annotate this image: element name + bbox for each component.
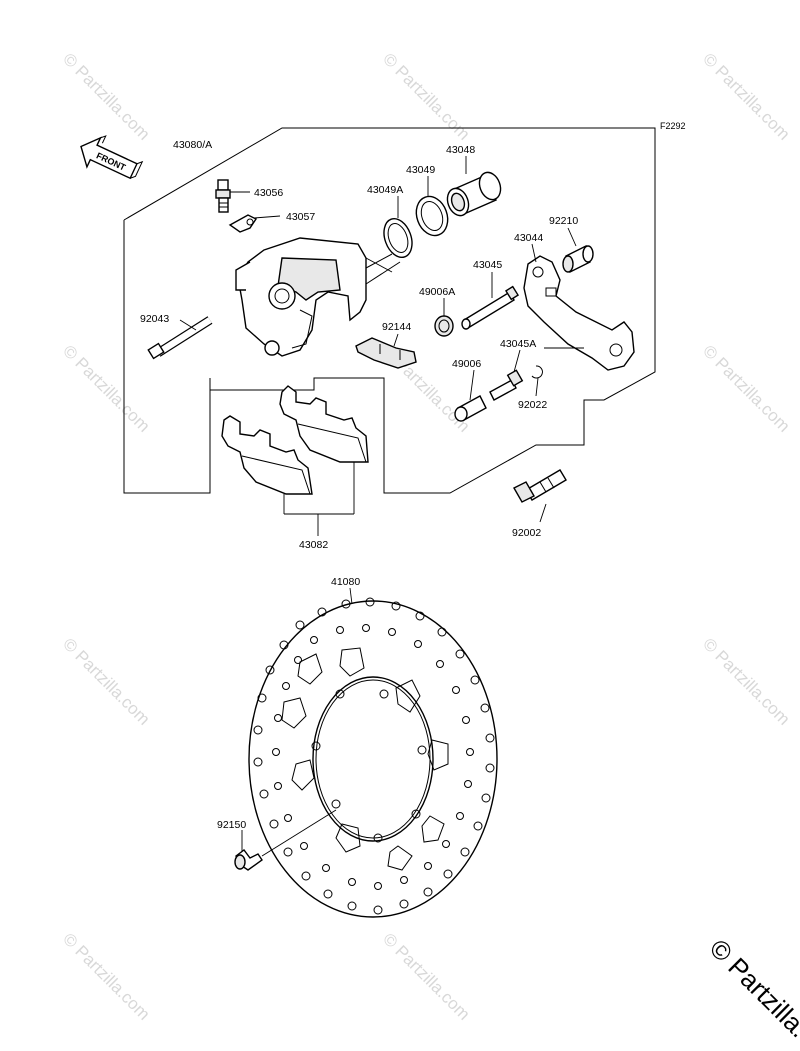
label-49006A: 49006A bbox=[419, 286, 455, 298]
collar bbox=[562, 244, 594, 274]
leader-lines bbox=[179, 156, 584, 857]
label-43045A: 43045A bbox=[500, 338, 536, 350]
disc-rim-holes bbox=[253, 597, 495, 915]
caliper-assembly-outline bbox=[123, 127, 656, 494]
label-49006: 49006 bbox=[452, 358, 481, 370]
label-43057: 43057 bbox=[286, 211, 315, 223]
label-92002: 92002 bbox=[512, 527, 541, 539]
label-92150: 92150 bbox=[217, 819, 246, 831]
watermark: © Partzilla.com bbox=[379, 49, 473, 143]
watermark: © Partzilla.com bbox=[379, 929, 473, 1023]
watermark-corner: © Partzilla.com bbox=[704, 933, 800, 1046]
label-92210: 92210 bbox=[549, 215, 578, 227]
piston-seal bbox=[415, 195, 449, 237]
caliper-body bbox=[235, 237, 367, 357]
disc-web-cutouts bbox=[281, 647, 449, 871]
label-43044: 43044 bbox=[514, 232, 543, 244]
pin-boot bbox=[454, 395, 487, 422]
disc-bolt bbox=[234, 849, 263, 871]
watermark: © Partzilla.com bbox=[699, 341, 793, 435]
watermark: © Partzilla.com bbox=[59, 634, 153, 728]
slide-pin-a bbox=[489, 369, 524, 401]
label-92144: 92144 bbox=[382, 321, 411, 333]
watermark: © Partzilla.com bbox=[699, 634, 793, 728]
label-43080A: 43080/A bbox=[173, 139, 212, 151]
piston-seal-a bbox=[383, 217, 413, 259]
disc-mount-holes bbox=[311, 689, 427, 843]
slide-pin bbox=[461, 285, 520, 330]
watermark: © Partzilla.com bbox=[59, 929, 153, 1023]
circlip bbox=[531, 365, 543, 379]
part-labels: 43080/A 43056 43057 92043 43049A 43049 4… bbox=[140, 139, 578, 831]
pin-boot-a bbox=[434, 315, 454, 337]
label-41080: 41080 bbox=[331, 576, 360, 588]
label-43045: 43045 bbox=[473, 259, 502, 271]
brake-pad-rear bbox=[279, 385, 369, 463]
watermark: © Partzilla.com bbox=[59, 49, 153, 143]
caliper-bracket bbox=[523, 255, 635, 371]
label-43048: 43048 bbox=[446, 144, 475, 156]
bleeder-cap bbox=[228, 214, 258, 233]
caliper-bolt bbox=[147, 316, 213, 360]
watermark: © Partzilla.com bbox=[699, 49, 793, 143]
label-92043: 92043 bbox=[140, 313, 169, 325]
caliper-piston bbox=[446, 171, 502, 217]
pad-spring bbox=[355, 337, 417, 369]
label-43049: 43049 bbox=[406, 164, 435, 176]
label-43082: 43082 bbox=[299, 539, 328, 551]
brake-pad-front bbox=[221, 415, 313, 495]
bleeder-valve bbox=[215, 179, 231, 213]
brake-disc bbox=[248, 597, 498, 918]
label-92022: 92022 bbox=[518, 399, 547, 411]
bracket-bolt bbox=[513, 469, 567, 503]
label-43049A: 43049A bbox=[367, 184, 403, 196]
watermark: © Partzilla.com bbox=[59, 341, 153, 435]
label-43056: 43056 bbox=[254, 187, 283, 199]
figure-ref: F2292 bbox=[660, 121, 686, 131]
